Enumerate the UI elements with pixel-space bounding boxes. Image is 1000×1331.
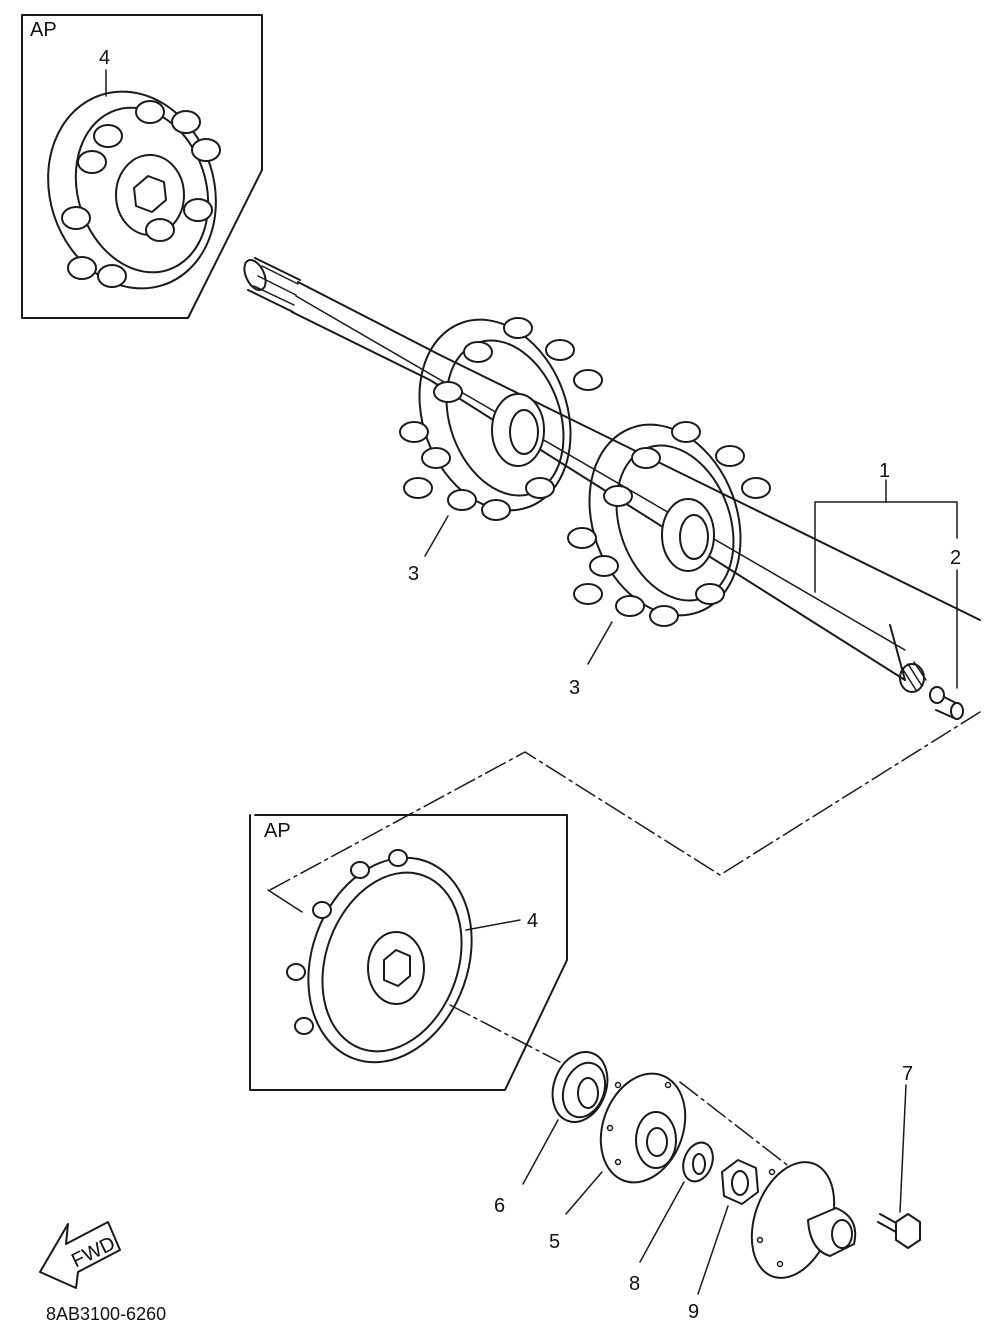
leader-nut-9 (697, 1205, 729, 1295)
callout-shaft-1: 1 (879, 460, 890, 482)
bolt-7 (877, 1213, 921, 1249)
leader-housing-5 (565, 1171, 603, 1215)
nut-9 (721, 1159, 759, 1205)
sprocket-wheel-top (47, 90, 221, 290)
diagram-code: 8AB3100-6260 (46, 1304, 166, 1324)
leader-bearing-6 (522, 1119, 559, 1185)
sprocket-3-right (567, 421, 771, 627)
leader-sprocket-3-right (587, 621, 613, 665)
inset-bottom-tag: AP (264, 820, 291, 842)
inset-top-frame (21, 14, 263, 319)
housing-5 (599, 1072, 687, 1184)
leader-sprocket-bottom (465, 919, 521, 931)
plug-2 (929, 686, 964, 720)
callout-sprocket-top: 4 (99, 47, 110, 69)
callout-sprocket-3-left: 3 (408, 563, 419, 585)
callout-sprocket-bottom: 4 (527, 910, 538, 932)
inset-bottom-frame (249, 814, 568, 1091)
assembly-path-line (269, 711, 981, 891)
leader-washer-8 (639, 1181, 685, 1263)
bracket-1-2 (814, 479, 958, 689)
center-line-bearing (449, 1004, 561, 1063)
callout-bolt-7: 7 (902, 1063, 913, 1085)
washer-8 (682, 1141, 714, 1183)
drive-shaft (243, 257, 981, 693)
callout-bearing-6: 6 (494, 1195, 505, 1217)
axle-hub (750, 1161, 857, 1279)
callout-plug-2: 2 (950, 547, 961, 569)
callout-washer-8: 8 (629, 1273, 640, 1295)
callout-nut-9: 9 (688, 1301, 699, 1323)
forward-arrow-icon: FWD (39, 1221, 121, 1289)
inset-bottom-link (267, 889, 303, 913)
sprocket-wheel-bottom (286, 849, 473, 1064)
inset-top-tag: AP (30, 19, 57, 41)
leader-sprocket-3-left (424, 515, 449, 557)
callout-sprocket-3-right: 3 (569, 677, 580, 699)
callout-housing-5: 5 (549, 1231, 560, 1253)
sprocket-3-left (399, 317, 603, 521)
bearing-6 (551, 1051, 609, 1123)
leader-bolt-7 (899, 1084, 907, 1213)
